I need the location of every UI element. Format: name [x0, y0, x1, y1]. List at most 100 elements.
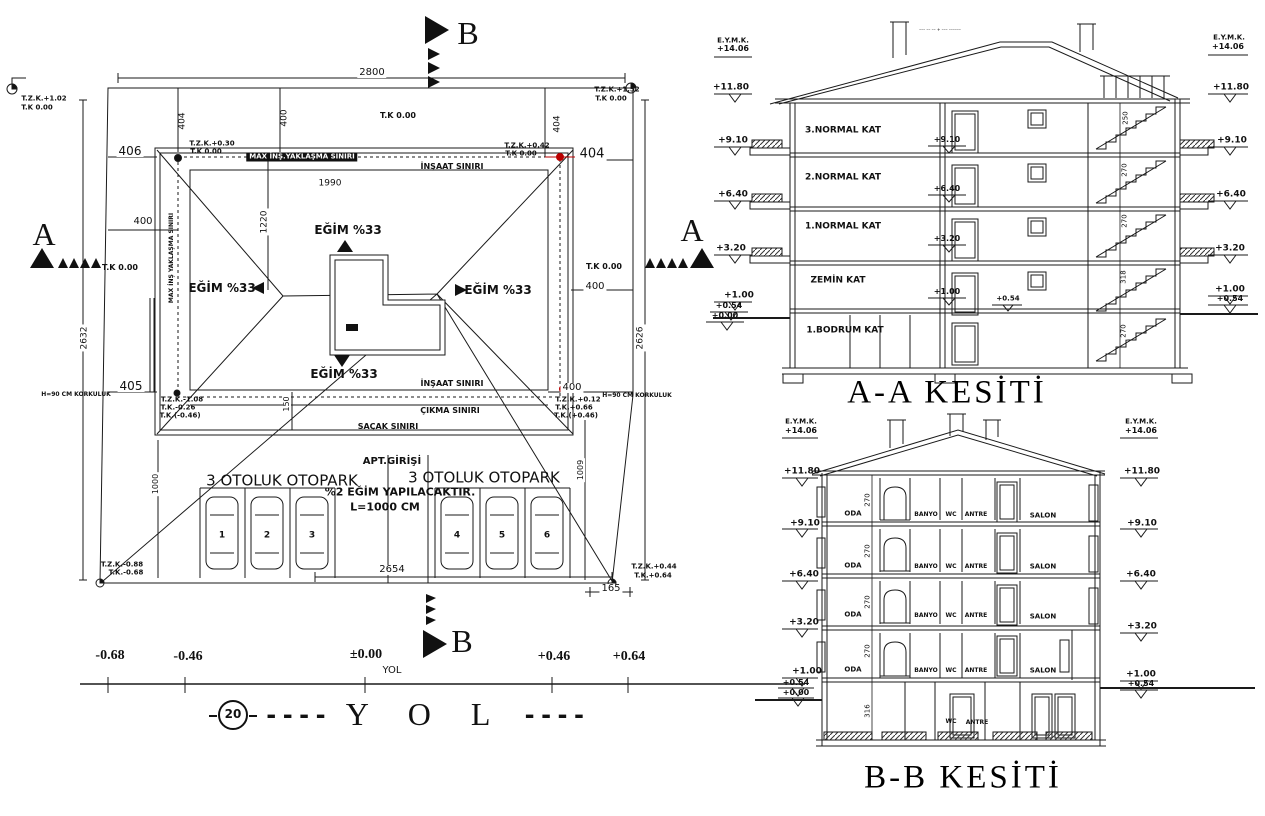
dim-2800: 2800: [357, 67, 387, 78]
bb-room-wc-f3: WC: [945, 511, 957, 518]
cikma-siniri: ÇIKMA SINIRI: [420, 406, 480, 415]
bb-room-banyo-f3: BANYO: [914, 511, 938, 518]
bb-room-wc-zemin: WC: [945, 667, 957, 674]
korkuluk-left: H=90 CM KORKULUK: [41, 391, 111, 398]
aa-int-100: +1.00: [933, 287, 961, 296]
bb-room-wc-f2: WC: [945, 563, 957, 570]
aa-right-320: +3.20: [1215, 243, 1245, 254]
tzk-left-block-3: T.K.(-0.46): [159, 411, 201, 420]
aa-right-1180: +11.80: [1212, 82, 1250, 93]
bb-room-salon-f2: SALON: [1029, 562, 1057, 571]
aa-int-640: +6.40: [933, 184, 961, 193]
dim-400-bottomright: 400: [560, 382, 584, 393]
insaat-siniri-bottom: İNŞAAT SINIRI: [420, 379, 484, 388]
korkuluk-right: H=90 CM KORKULUK: [602, 392, 672, 399]
max-ins-yaklasma-top: MAX İNŞ.YAKLAŞMA SINIRI: [246, 152, 358, 162]
dim-400-left: 400: [131, 216, 155, 227]
section-bb-title: B-B KESİTİ: [864, 759, 1062, 796]
dim-1220: 1220: [259, 208, 270, 236]
car-1-number: 1: [216, 530, 228, 541]
tzk-right-block-1: T.Z.K.+0.12: [555, 395, 601, 404]
bb-right-1406: +14.06: [1124, 426, 1158, 435]
aa-floor-3normal: 3.NORMAL KAT: [805, 125, 881, 136]
car-3-number: 3: [306, 530, 318, 541]
dim-1990: 1990: [316, 178, 344, 189]
aa-floor-zemin: ZEMİN KAT: [810, 275, 866, 286]
bb-dim-270-b: 270: [863, 542, 872, 560]
section-aa-drawing: [706, 21, 1258, 384]
bb-room-oda-f2: ODA: [844, 561, 862, 570]
aa-right-eymk: E.Y.M.K.: [1213, 33, 1245, 42]
aa-left-eymk: E.Y.M.K.: [717, 36, 749, 45]
road-title-dashes-right: ----: [522, 700, 589, 729]
bb-right-1180: +11.80: [1123, 466, 1161, 477]
bb-right-640: +6.40: [1126, 569, 1156, 580]
sacak-siniri: SAÇAK SINIRI: [357, 422, 419, 431]
tzk-right-block-3: T.K.(+0.46): [554, 411, 598, 420]
benchmark-topleft-tzk: T.Z.K.+1.02: [21, 94, 67, 103]
tk-000-left: T.K 0.00: [101, 263, 139, 272]
tk-000-404: T.K 0.00: [505, 149, 537, 158]
section-bb-drawing: [755, 413, 1255, 747]
benchmark-topleft-tk: T.K 0.00: [21, 103, 53, 112]
bb-right-054: +0.54: [1127, 679, 1155, 688]
bb-room-salon-f1: SALON: [1029, 612, 1057, 621]
bb-left-1406: +14.06: [784, 426, 818, 435]
car-4-number: 4: [451, 530, 463, 541]
aa-dim-270-a: 270: [1120, 161, 1129, 179]
dim-165: 165: [599, 583, 623, 594]
bb-room-oda-f1: ODA: [844, 610, 862, 619]
aa-dim-250: 250: [1121, 109, 1130, 127]
bb-left-1180: +11.80: [783, 466, 821, 477]
aa-dim-270-c: 270: [1119, 322, 1128, 340]
aa-dim-318: 318: [1119, 268, 1128, 286]
bb-room-banyo-zemin: BANYO: [914, 667, 938, 674]
tzk-right-block-2: T.K.+0.66: [555, 403, 593, 412]
dim-150: 150: [282, 394, 291, 414]
road-level-minus-046: -0.46: [173, 649, 203, 664]
dim-2632: 2632: [79, 324, 90, 352]
bb-right-320: +3.20: [1127, 621, 1157, 632]
bb-dim-270-a: 270: [863, 491, 872, 509]
egim-33-right: EĞİM %33: [464, 283, 532, 297]
section-marker-b-bottom: B: [451, 623, 473, 659]
otopark-label-right: 3 OTOLUK OTOPARK: [408, 468, 560, 487]
section-marker-b-top: B: [457, 15, 479, 51]
bb-dim-270-d: 270: [863, 642, 872, 660]
aa-left-100: +1.00: [724, 290, 754, 301]
dim-400-right: 400: [583, 281, 607, 292]
aa-right-910: +9.10: [1217, 135, 1247, 146]
road-yol-label: YOL: [382, 665, 402, 676]
bb-room-banyo-f1: BANYO: [914, 612, 938, 619]
aa-floor-2normal: 2.NORMAL KAT: [805, 172, 881, 183]
bb-room-wc-bodrum: WC: [945, 718, 957, 725]
bb-right-910: +9.10: [1127, 518, 1157, 529]
tzk-botright-1: T.Z.K.+0.44: [631, 562, 677, 571]
apt-girisi: APT.GİRİŞİ: [362, 456, 422, 467]
aa-left-910: +9.10: [718, 135, 748, 146]
aa-right-100: +1.00: [1215, 284, 1245, 295]
bb-room-oda-f3: ODA: [844, 509, 862, 518]
aa-int-320: +3.20: [933, 234, 961, 243]
dim-2626: 2626: [635, 324, 646, 352]
car-6-number: 6: [541, 530, 553, 541]
tk-000-406: T.K 0.00: [190, 147, 222, 156]
aa-left-054: +0.54: [715, 301, 743, 310]
bb-room-antre-zemin: ANTRE: [964, 667, 988, 674]
corner-405: 405: [117, 379, 145, 393]
bb-room-antre-bodrum: ANTRE: [965, 719, 989, 726]
road-title: 20 ---- Y O L ----: [209, 696, 589, 733]
egim-33-left: EĞİM %33: [188, 281, 256, 295]
bb-left-320: +3.20: [789, 617, 819, 628]
car-2-number: 2: [261, 530, 273, 541]
egim-33-bottom: EĞİM %33: [310, 367, 378, 381]
egim-yapilacaktir: %2 EĞİM YAPILACAKTIR.: [324, 485, 476, 499]
bb-left-910: +9.10: [790, 518, 820, 529]
section-aa-title: A-A KESİTİ: [847, 374, 1047, 411]
road-level-zero: ±0.00: [349, 647, 383, 662]
tzk-left-block-1: T.Z.K.-1.08: [160, 395, 204, 404]
road-level-plus-046: +0.46: [537, 649, 571, 664]
tzk-botleft-2: T.K.-0.68: [108, 568, 144, 577]
corner-404: 404: [577, 146, 607, 162]
